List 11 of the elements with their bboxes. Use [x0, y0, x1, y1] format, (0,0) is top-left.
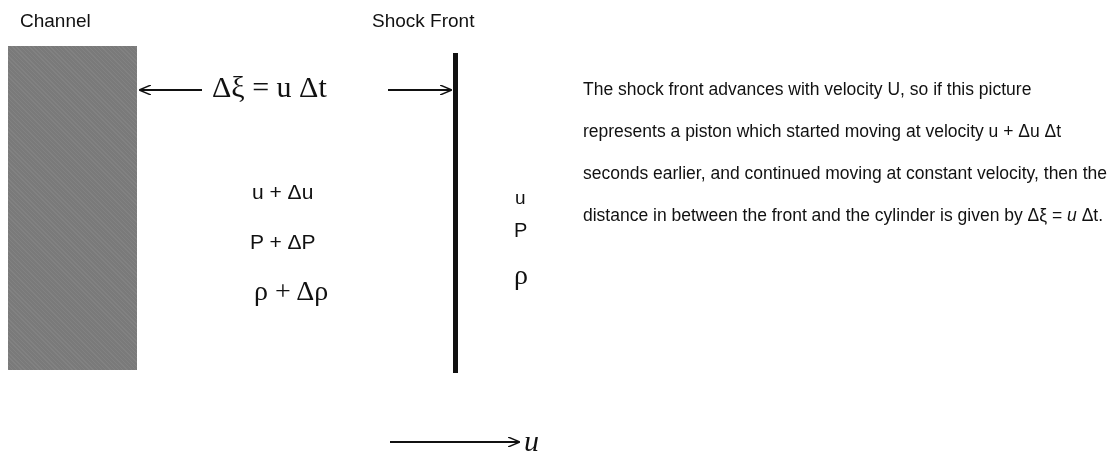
- pressure-label: P: [514, 219, 528, 242]
- velocity-label: u: [515, 187, 526, 209]
- density-label: ρ: [514, 259, 528, 291]
- direction-label: u: [524, 424, 539, 455]
- pressure-label: P + ΔP: [250, 230, 316, 254]
- density-label: ρ + Δρ: [254, 275, 329, 307]
- channel-label: Channel: [20, 10, 91, 32]
- velocity-label: u + Δu: [252, 180, 314, 204]
- shock-front-label: Shock Front: [372, 10, 475, 32]
- equation-label: Δξ = u Δt: [212, 70, 327, 104]
- explanation-paragraph: The shock front advances with velocity U, so if this picture represents a piston which started moving at velocity u + Δu Δt seconds earlier, and continued moving at constant velocity, then the distance in between the front and the cylinder is given by Δξ = u Δt.: [583, 78, 1109, 227]
